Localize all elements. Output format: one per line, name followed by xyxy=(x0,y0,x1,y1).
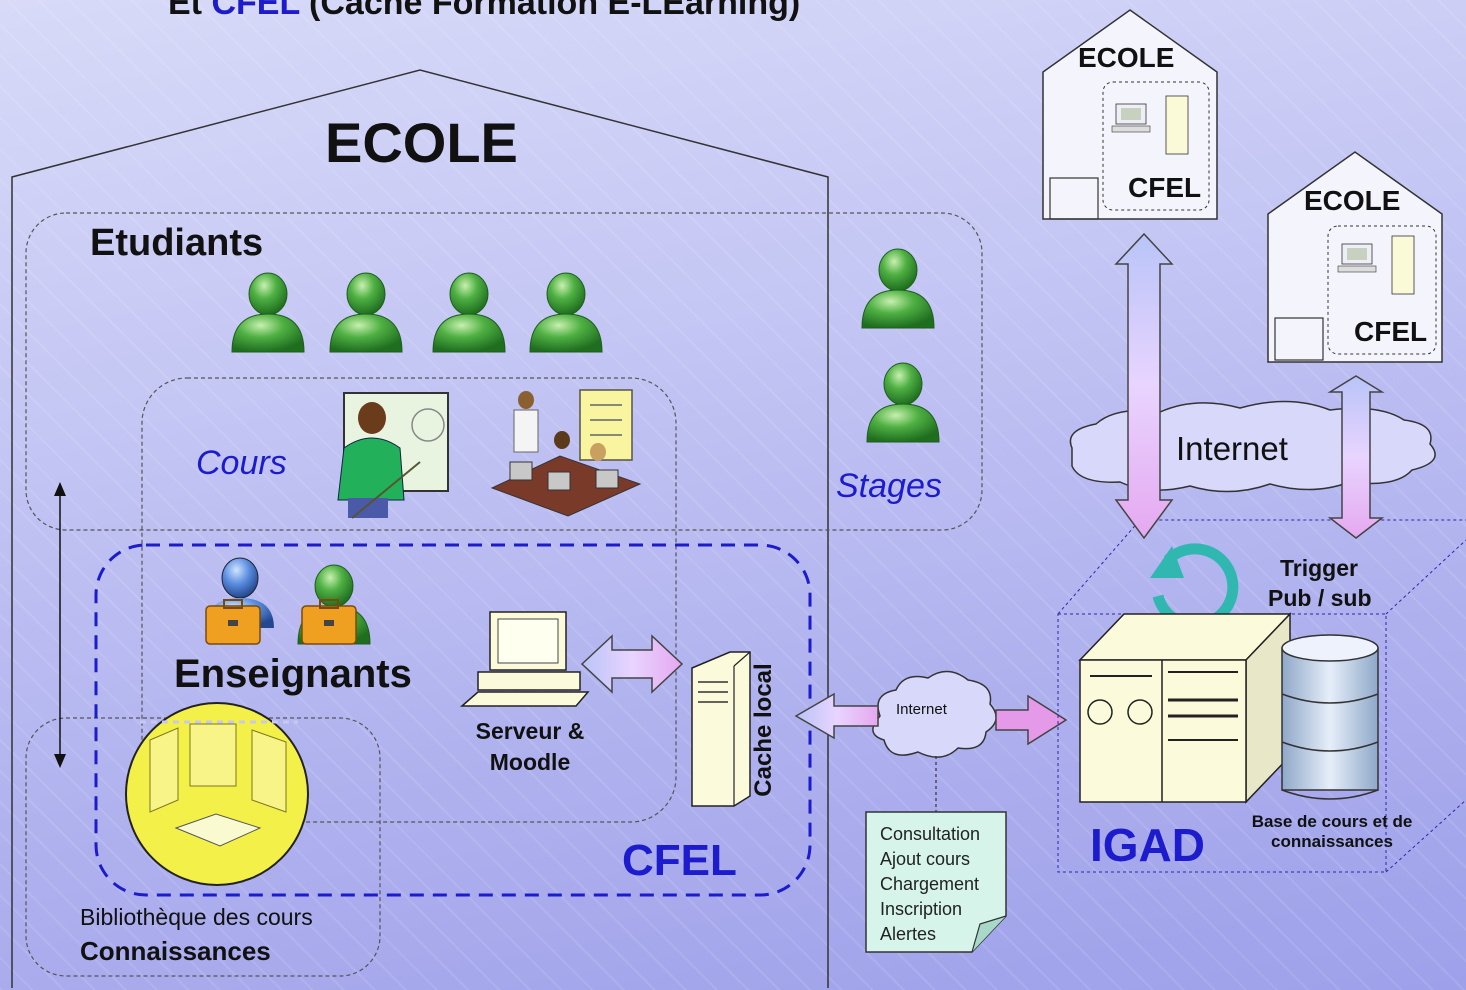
server-label-line1: Serveur & xyxy=(475,718,585,744)
remote-school-2 xyxy=(1267,151,1443,363)
cloud-to-cache-arrow xyxy=(794,692,879,740)
remote-school-1-label: ECOLE xyxy=(1078,42,1175,73)
student-icons xyxy=(231,272,603,353)
intern-icons xyxy=(861,248,940,443)
library-label-line1: Bibliothèque des cours xyxy=(80,904,313,930)
teacher-icons xyxy=(205,557,371,645)
header-prefix: Et xyxy=(168,0,212,22)
remote-school-1-cfel: CFEL xyxy=(1128,172,1202,203)
remote-school-2-label: ECOLE xyxy=(1304,185,1401,216)
teachers-label: Enseignants xyxy=(174,652,412,696)
internships-label: Stages xyxy=(836,467,942,505)
action-consultation: Consultation xyxy=(880,824,981,844)
school1-arrow xyxy=(1114,232,1174,540)
school2-arrow xyxy=(1327,375,1385,539)
trigger-label: Trigger xyxy=(1280,555,1358,581)
cfel-label: CFEL xyxy=(622,836,737,885)
remote-school-1 xyxy=(1042,9,1218,220)
students-zone xyxy=(25,212,983,531)
server-label: Serveur & Moodle xyxy=(472,718,588,776)
page-header: Et CFEL (Cache Formation E-LEarning) xyxy=(168,0,800,23)
main-school-building xyxy=(11,69,829,988)
server-cache-arrow xyxy=(580,634,684,694)
header-brand: CFEL xyxy=(211,0,300,22)
action-registration: Inscription xyxy=(880,899,963,919)
courses-label: Cours xyxy=(196,444,287,482)
pubsub-label: Pub / sub xyxy=(1268,585,1372,611)
server-label-line2: Moodle xyxy=(489,749,571,775)
server-computer-icon xyxy=(460,611,590,707)
igad-server-icon xyxy=(1078,612,1292,804)
action-loading: Chargement xyxy=(880,874,980,894)
teacher-clipart-icon xyxy=(337,392,449,519)
vertical-double-arrow xyxy=(54,482,66,768)
small-cloud-label: Internet xyxy=(896,701,947,718)
students-label: Etudiants xyxy=(90,222,264,264)
action-add-course: Ajout cours xyxy=(880,849,971,869)
remote-school-2-cfel: CFEL xyxy=(1354,316,1428,347)
database-label-line2: connaissances xyxy=(1271,832,1393,851)
big-cloud-label: Internet xyxy=(1176,430,1288,467)
action-alerts: Alertes xyxy=(880,924,937,944)
cloud-to-igad-arrow xyxy=(995,694,1068,746)
header-suffix: (Cache Formation E-LEarning) xyxy=(299,0,801,22)
database-label-line1: Base de cours et de xyxy=(1251,812,1413,831)
library-icon xyxy=(125,702,309,886)
actions-list: Consultation Ajout cours Chargement Insc… xyxy=(866,812,1006,952)
database-icon xyxy=(1281,634,1379,800)
igad-label: IGAD xyxy=(1090,819,1205,871)
library-label-line2: Connaissances xyxy=(80,936,271,966)
database-label: Base de cours et de connaissances xyxy=(1242,812,1422,852)
classroom-clipart-icon xyxy=(490,389,642,517)
cache-server-icon xyxy=(691,651,751,807)
main-school-label: ECOLE xyxy=(325,111,518,174)
trigger-cycle-icon xyxy=(1150,543,1239,631)
cache-label: Cache local xyxy=(750,663,777,797)
